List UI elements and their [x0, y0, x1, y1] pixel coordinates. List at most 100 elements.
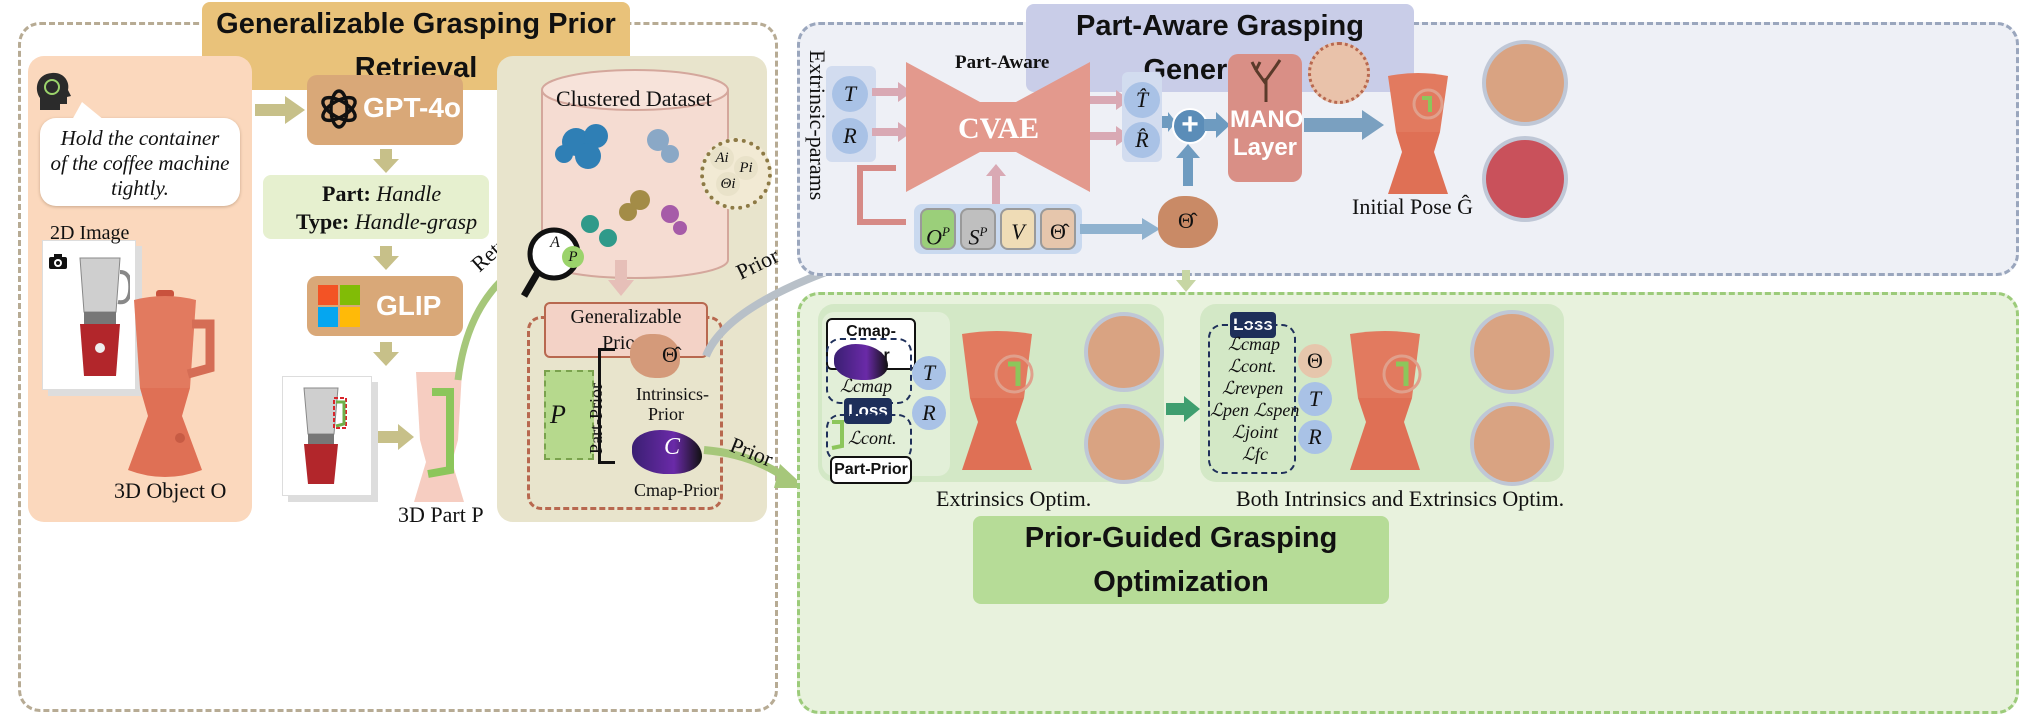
mano-block	[1228, 54, 1302, 182]
param-right-r: R	[1298, 420, 1332, 454]
extrinsics-zoom-bottom	[1084, 404, 1164, 484]
arrow-to-pose	[1304, 110, 1384, 145]
both-zoom-top	[1470, 310, 1554, 394]
cvae-label: CVAE	[958, 112, 1040, 145]
cluster-p-i: Pi	[734, 156, 758, 180]
arrow-to-theta-hand	[1080, 218, 1160, 245]
condition-o-sup: P	[941, 224, 950, 239]
part3d-label: 3D Part P	[398, 502, 484, 527]
type-value: Handle-grasp	[354, 209, 478, 234]
instruction-text: Hold the container of the coffee machine…	[50, 126, 230, 200]
priors-title: Generalizable Priors	[544, 302, 708, 358]
arrow-to-gpt	[255, 96, 307, 129]
theta-hand-icon	[1158, 196, 1218, 248]
mano-label-1: MANO	[1230, 106, 1304, 133]
theta-hand-symbol: Θ̂	[1178, 208, 1194, 233]
blender-3d-object	[120, 288, 230, 493]
glip-label: GLIP	[376, 290, 442, 321]
loss-list-box	[1208, 324, 1296, 474]
param-left-t: T	[912, 356, 946, 390]
camera-icon	[48, 254, 68, 275]
plus-icon: +	[1172, 108, 1208, 144]
loss-item-5: ℒjoint	[1232, 422, 1278, 442]
condition-s: SP	[960, 208, 996, 250]
arrow-down-2	[373, 246, 399, 275]
image-label: 2D Image	[50, 222, 130, 244]
both-label: Both Intrinsics and Extrinsics Optim.	[1236, 486, 1565, 511]
openai-icon	[315, 84, 363, 139]
query-p: P	[562, 246, 584, 268]
cmap-hand-icon	[632, 430, 702, 474]
initial-pose-object	[1378, 68, 1458, 203]
dataset-label: Clustered Dataset	[556, 86, 712, 111]
part-type-box	[263, 175, 489, 239]
arrow-to-part	[378, 424, 414, 455]
part-prior-tag: Part-Prior	[830, 456, 912, 484]
both-zoom-bottom	[1470, 402, 1554, 486]
extrinsics-object	[952, 326, 1042, 481]
query-a: A	[550, 234, 560, 251]
loss-item-3: ℒrevpen	[1222, 378, 1284, 398]
part-prior-symbol: P	[550, 400, 566, 429]
detected-blender	[296, 384, 356, 493]
param-left-r: R	[912, 396, 946, 430]
arrow-to-plus	[1162, 112, 1176, 137]
priors-brace	[598, 348, 615, 464]
pose-zoom-bottom	[1482, 136, 1568, 222]
instruction-bubble	[40, 118, 240, 206]
loss-item-2: ℒcont.	[1228, 356, 1277, 376]
type-line: Type: Handle-grasp	[296, 209, 477, 235]
condition-s-text: S	[968, 224, 980, 250]
part-value: Handle	[376, 181, 442, 206]
arrows-out-cvae	[1090, 88, 1130, 153]
optimization-title: Prior-Guided Grasping Optimization	[973, 516, 1389, 604]
cvae-block	[906, 62, 1090, 197]
part-line: Part: Handle	[322, 181, 441, 207]
part-prior-handle-icon	[830, 420, 846, 455]
arrow-up-plus	[1176, 144, 1200, 191]
mano-label-2: Layer	[1232, 134, 1298, 161]
arrow-down-priors	[608, 260, 634, 301]
pose-zoom-top	[1482, 40, 1568, 126]
bubble-tail	[72, 102, 104, 120]
type-key: Type:	[296, 209, 350, 234]
arrow-up-cvae	[986, 164, 1006, 209]
arrows-into-cvae	[872, 80, 912, 155]
gpt-label: GPT-4o	[363, 92, 462, 123]
param-right-theta: Θ	[1298, 344, 1332, 378]
param-right-t: T	[1298, 382, 1332, 416]
mano-tree-icon	[1246, 58, 1286, 109]
extrinsics-zoom-top	[1084, 312, 1164, 392]
input-t: T	[832, 76, 868, 112]
part-3d-object	[410, 370, 470, 513]
cmap-symbol: C	[664, 434, 681, 460]
condition-o-text: O	[926, 224, 942, 250]
arrow-to-mano	[1204, 112, 1230, 143]
loss-item-6: ℒfc	[1242, 444, 1268, 464]
intrinsics-symbol: Θ̂	[662, 342, 678, 367]
arrow-down-1	[373, 149, 399, 178]
condition-s-sup: P	[979, 224, 988, 239]
point-clusters	[550, 118, 700, 273]
cmap-hand-small	[834, 344, 888, 380]
output-t: T̂	[1124, 82, 1160, 118]
condition-theta: Θ̂	[1040, 208, 1076, 250]
arrow-down-to-optim	[1176, 270, 1196, 297]
part-prior-block	[544, 370, 594, 460]
arrow-down-3	[373, 342, 399, 371]
both-object	[1340, 326, 1430, 481]
gpt-box	[307, 75, 463, 145]
brain-head-icon	[34, 70, 72, 114]
cvae-top-label: Part-Aware	[955, 52, 1050, 73]
condition-o: OP	[920, 208, 956, 250]
mano-hand-ring	[1308, 42, 1370, 104]
cont-loss-text: ℒcont.	[848, 428, 897, 448]
intrinsics-prior-label: Intrinsics-Prior	[636, 384, 709, 424]
loss-item-4: ℒpen ℒspen	[1210, 400, 1300, 420]
blender-thumbnail	[70, 252, 133, 387]
cmap-prior-label: Cmap-Prior	[634, 480, 719, 500]
cmap-loss-text: ℒcmap	[840, 376, 892, 396]
extrinsics-label: Extrinsics Optim.	[936, 486, 1092, 511]
loss-item-1: ℒcmap	[1228, 334, 1280, 354]
intrinsics-hand-icon	[630, 334, 680, 378]
